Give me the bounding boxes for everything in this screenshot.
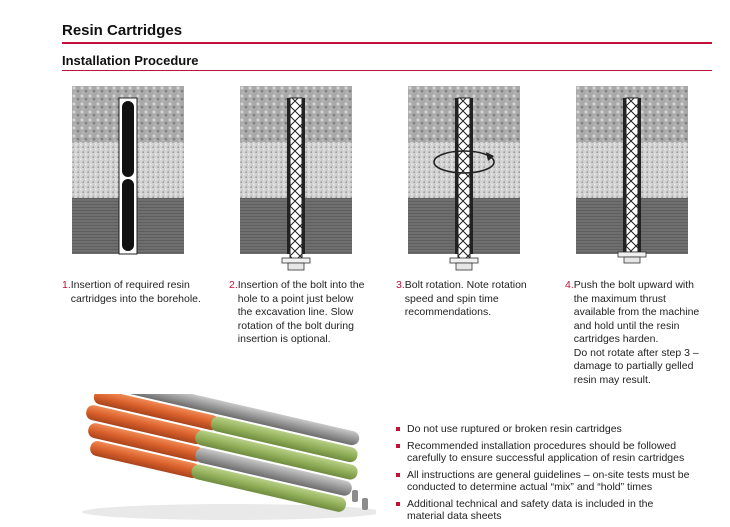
resin-cartridge-top: [122, 101, 134, 177]
bolt-nut: [287, 262, 305, 271]
section-rule: [62, 70, 712, 71]
title-rule: [62, 42, 712, 44]
step-number: 2.: [229, 279, 238, 291]
bullet-icon: [396, 501, 400, 506]
step-1-diagram: [72, 86, 184, 276]
step-3-diagram: [408, 86, 520, 276]
bolt-nut: [455, 262, 473, 271]
bolt: [625, 97, 639, 253]
bolt-plate: [617, 251, 647, 258]
step-number: 3.: [396, 279, 405, 291]
bullet-icon: [396, 427, 400, 431]
list-item: Do not use ruptured or broken resin cart…: [396, 423, 716, 436]
list-item: Additional technical and safety data is …: [396, 498, 716, 523]
step-text: Insertion of required resin cartridges i…: [70, 279, 201, 305]
step-4-diagram: [576, 86, 688, 276]
bullet-icon: [396, 472, 400, 477]
list-item: Recommended installation procedures shou…: [396, 440, 716, 465]
bolt-plate: [449, 257, 479, 264]
step-text: Push the bolt upward with the maximum th…: [573, 279, 700, 386]
notes-list: Do not use ruptured or broken resin cart…: [396, 423, 716, 527]
step-4-caption: 4. Push the bolt upward with the maximum…: [565, 279, 725, 387]
bolt: [289, 97, 303, 269]
bolt-nut: [623, 256, 641, 264]
section-title: Installation Procedure: [62, 53, 199, 68]
page-title: Resin Cartridges: [62, 22, 183, 39]
resin-cartridges-photo: [62, 373, 382, 522]
rotation-arrow-icon: [433, 150, 495, 174]
step-text: Insertion of the bolt into the hole to a…: [237, 279, 365, 345]
step-number: 4.: [565, 279, 574, 291]
step-2-diagram: [240, 86, 352, 276]
resin-cartridge-bottom: [122, 179, 134, 251]
step-number: 1.: [62, 279, 71, 291]
list-item: All instructions are general guidelines …: [396, 469, 716, 494]
step-1-caption: 1. Insertion of required resin cartridge…: [62, 279, 227, 306]
bullet-icon: [396, 443, 400, 448]
step-text: Bolt rotation. Note rotation speed and s…: [404, 279, 527, 318]
step-2-caption: 2. Insertion of the bolt into the hole t…: [229, 279, 389, 347]
bolt-plate: [281, 257, 311, 264]
bolt: [457, 97, 471, 269]
step-3-caption: 3. Bolt rotation. Note rotation speed an…: [396, 279, 556, 320]
